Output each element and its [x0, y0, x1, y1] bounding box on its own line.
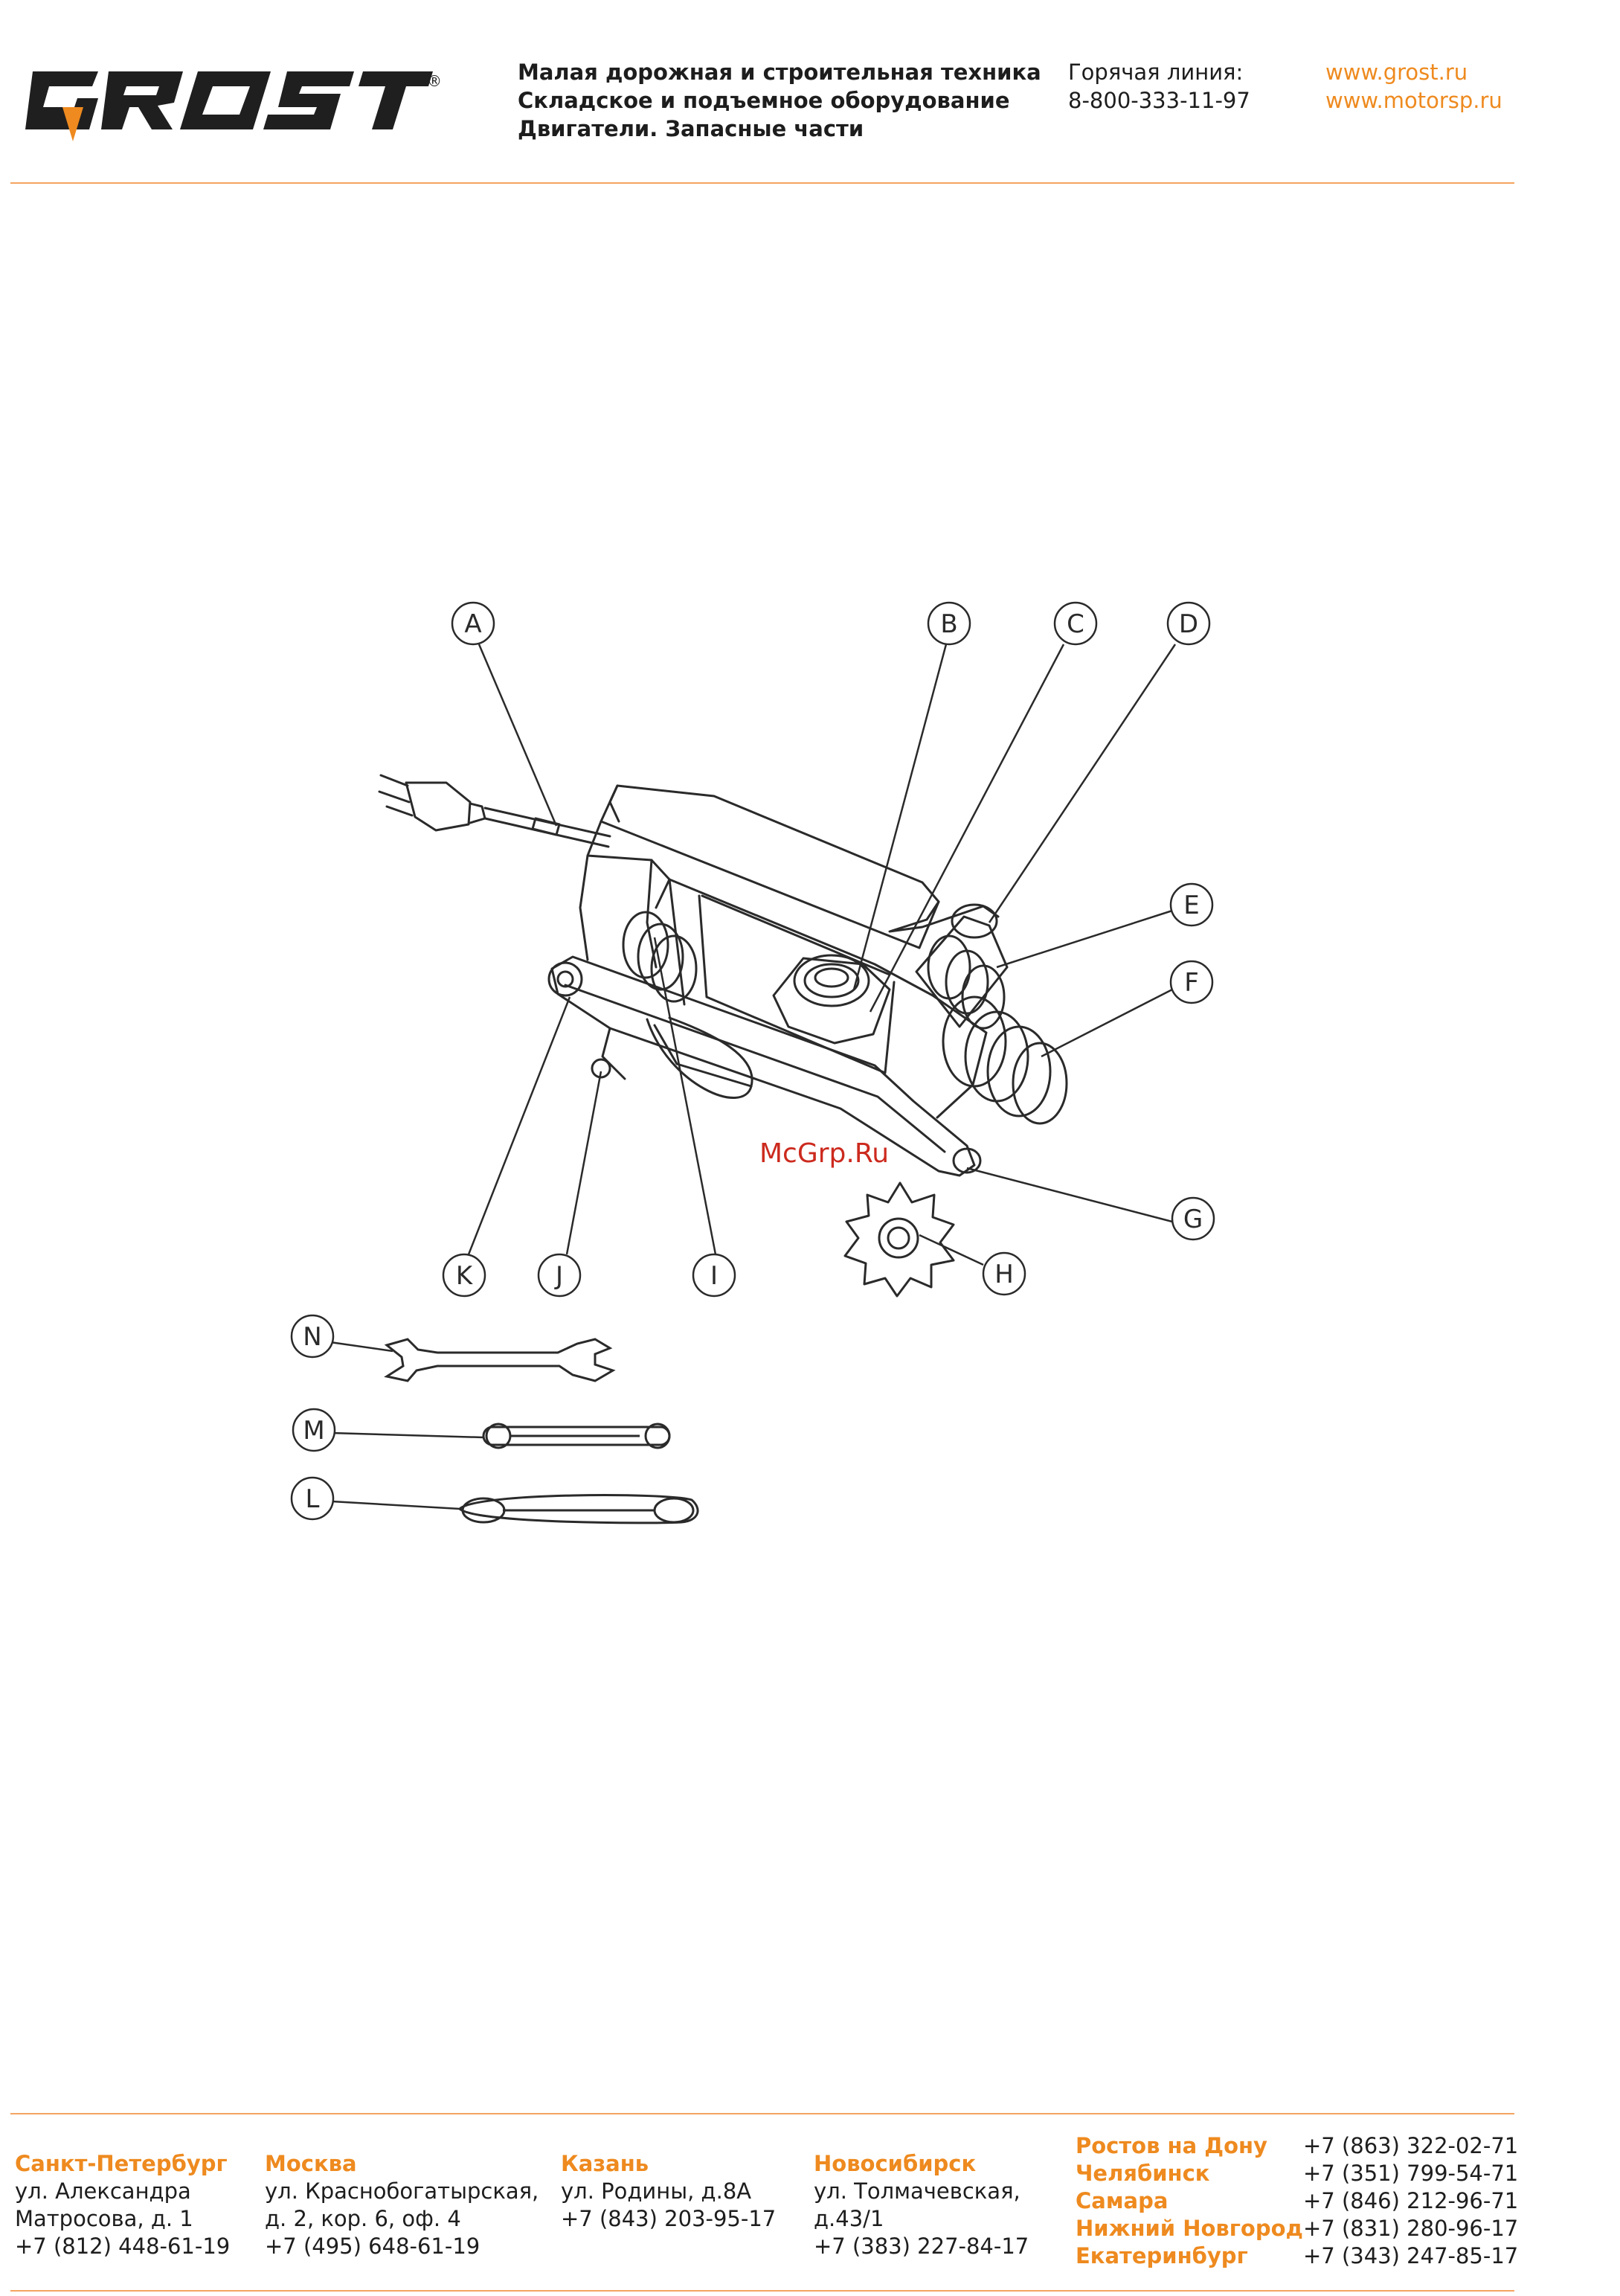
rear-rotor — [942, 995, 1068, 1174]
region-phone[interactable]: +7 (351) 799-54-71 — [1303, 2161, 1519, 2186]
office-city: Санкт-Петербург — [15, 2151, 228, 2176]
callout-e: E — [1183, 891, 1199, 920]
watermark: McGrp.Ru — [759, 1138, 889, 1169]
callout-circle-f — [1169, 960, 1214, 1004]
region-row: Челябинск +7 (351) 799-54-71 — [1076, 2160, 1518, 2187]
websites: www.grost.ru www.motorsp.ru — [1325, 58, 1502, 115]
callout-f: F — [1184, 968, 1199, 998]
office-city: Новосибирск — [814, 2151, 977, 2176]
office-line: Матросова, д. 1 — [15, 2206, 193, 2231]
office-phone[interactable]: +7 (812) 448-61-19 — [15, 2234, 231, 2259]
callout-l: L — [306, 1484, 320, 1514]
callout-circle-i — [692, 1253, 736, 1298]
callout-h: H — [994, 1260, 1014, 1289]
plug-icon — [378, 774, 486, 832]
callout-circle-m — [292, 1408, 336, 1452]
tagline-line-2: Складское и подъемное оборудование — [518, 88, 1010, 113]
region-phone[interactable]: +7 (846) 212-96-71 — [1303, 2188, 1519, 2213]
callout-circle-l — [290, 1476, 335, 1521]
callout-circle-b — [927, 601, 971, 646]
hotline-phone[interactable]: 8-800-333-11-97 — [1068, 88, 1250, 113]
callout-c: C — [1067, 609, 1084, 639]
tools — [384, 1338, 699, 1524]
region-city: Челябинск — [1076, 2161, 1210, 2186]
callout-b: B — [940, 609, 957, 639]
region-row: Самара +7 (846) 212-96-71 — [1076, 2187, 1518, 2215]
callout-circle-j — [537, 1253, 582, 1298]
callout-circle-k — [442, 1253, 486, 1298]
registered-mark: ® — [427, 72, 442, 90]
callout-a: A — [464, 609, 481, 639]
website-link-1[interactable]: www.grost.ru — [1325, 60, 1468, 85]
office-kazan: Казань ул. Родины, д.8А +7 (843) 203-95-… — [561, 2150, 776, 2233]
regional-phones: Ростов на Дону +7 (863) 322-02-71 Челяби… — [1076, 2132, 1518, 2270]
office-phone[interactable]: +7 (383) 227-84-17 — [814, 2234, 1029, 2259]
office-line: д.43/1 — [814, 2206, 884, 2231]
header-tagline: Малая дорожная и строительная техника Ск… — [518, 58, 1041, 143]
callout-circle-e — [1169, 882, 1214, 927]
motor-cover — [772, 954, 891, 1045]
callout-circle-n — [290, 1314, 335, 1359]
region-city: Нижний Новгород — [1076, 2216, 1303, 2241]
region-city: Екатеринбург — [1076, 2243, 1248, 2268]
page-header: ® Малая дорожная и строительная техника … — [0, 0, 1620, 186]
region-row: Нижний Новгород +7 (831) 280-96-17 — [1076, 2215, 1518, 2242]
wrench-n — [384, 1338, 616, 1382]
wrench-l — [457, 1494, 699, 1524]
office-novosibirsk: Новосибирск ул. Толмачевская, д.43/1 +7 … — [814, 2150, 1029, 2260]
region-row: Ростов на Дону +7 (863) 322-02-71 — [1076, 2132, 1518, 2160]
machine-body — [550, 784, 1000, 1177]
office-line: ул. Александра — [15, 2178, 191, 2204]
parts-diagram: A B C D E F G H I J K N M L McGrp.Ru — [290, 601, 1215, 1524]
region-city: Ростов на Дону — [1076, 2133, 1267, 2158]
header-divider — [10, 182, 1514, 184]
region-phone[interactable]: +7 (343) 247-85-17 — [1303, 2243, 1519, 2268]
callout-j: J — [554, 1261, 563, 1291]
office-line: ул. Краснобогатырская, — [265, 2178, 539, 2204]
callout-k: K — [456, 1261, 474, 1291]
tagline-line-1: Малая дорожная и строительная техника — [518, 60, 1041, 85]
region-row: Екатеринбург +7 (343) 247-85-17 — [1076, 2242, 1518, 2270]
hotline-label: Горячая линия: — [1068, 60, 1244, 85]
grost-logo: ® — [25, 71, 442, 141]
callout-circle-h — [982, 1251, 1026, 1296]
tagline-line-3: Двигатели. Запасные части — [518, 116, 864, 141]
office-spb: Санкт-Петербург ул. Александра Матросова… — [15, 2150, 230, 2260]
office-city: Москва — [265, 2151, 357, 2176]
office-phone[interactable]: +7 (843) 203-95-17 — [561, 2206, 777, 2231]
callout-i: I — [710, 1261, 718, 1291]
region-phone[interactable]: +7 (831) 280-96-17 — [1303, 2216, 1519, 2241]
star-blade — [843, 1181, 955, 1298]
callout-circle-c — [1053, 601, 1098, 646]
office-line: д. 2, кор. 6, оф. 4 — [265, 2206, 461, 2231]
wrench-m — [482, 1423, 671, 1449]
office-line: ул. Родины, д.8А — [561, 2178, 752, 2204]
region-phone[interactable]: +7 (863) 322-02-71 — [1303, 2133, 1519, 2158]
left-rotor — [622, 911, 698, 1003]
office-phone[interactable]: +7 (495) 648-61-19 — [265, 2234, 480, 2259]
office-city: Казань — [561, 2151, 649, 2176]
callout-g: G — [1183, 1205, 1203, 1234]
office-line: ул. Толмачевская, — [814, 2178, 1020, 2204]
callout-n: N — [303, 1322, 321, 1352]
footer-top-divider — [10, 2113, 1514, 2114]
callout-m: M — [303, 1416, 324, 1446]
website-link-2[interactable]: www.motorsp.ru — [1325, 88, 1502, 113]
region-city: Самара — [1076, 2188, 1169, 2213]
callout-circle-g — [1171, 1196, 1215, 1241]
hotline: Горячая линия: 8-800-333-11-97 — [1068, 58, 1250, 115]
callout-d: D — [1179, 609, 1198, 639]
footer-bottom-divider — [10, 2290, 1514, 2292]
callout-circle-d — [1166, 601, 1211, 646]
front-rotor — [915, 903, 1009, 1030]
office-moscow: Москва ул. Краснобогатырская, д. 2, кор.… — [265, 2150, 539, 2260]
callout-circle-a — [451, 601, 495, 646]
